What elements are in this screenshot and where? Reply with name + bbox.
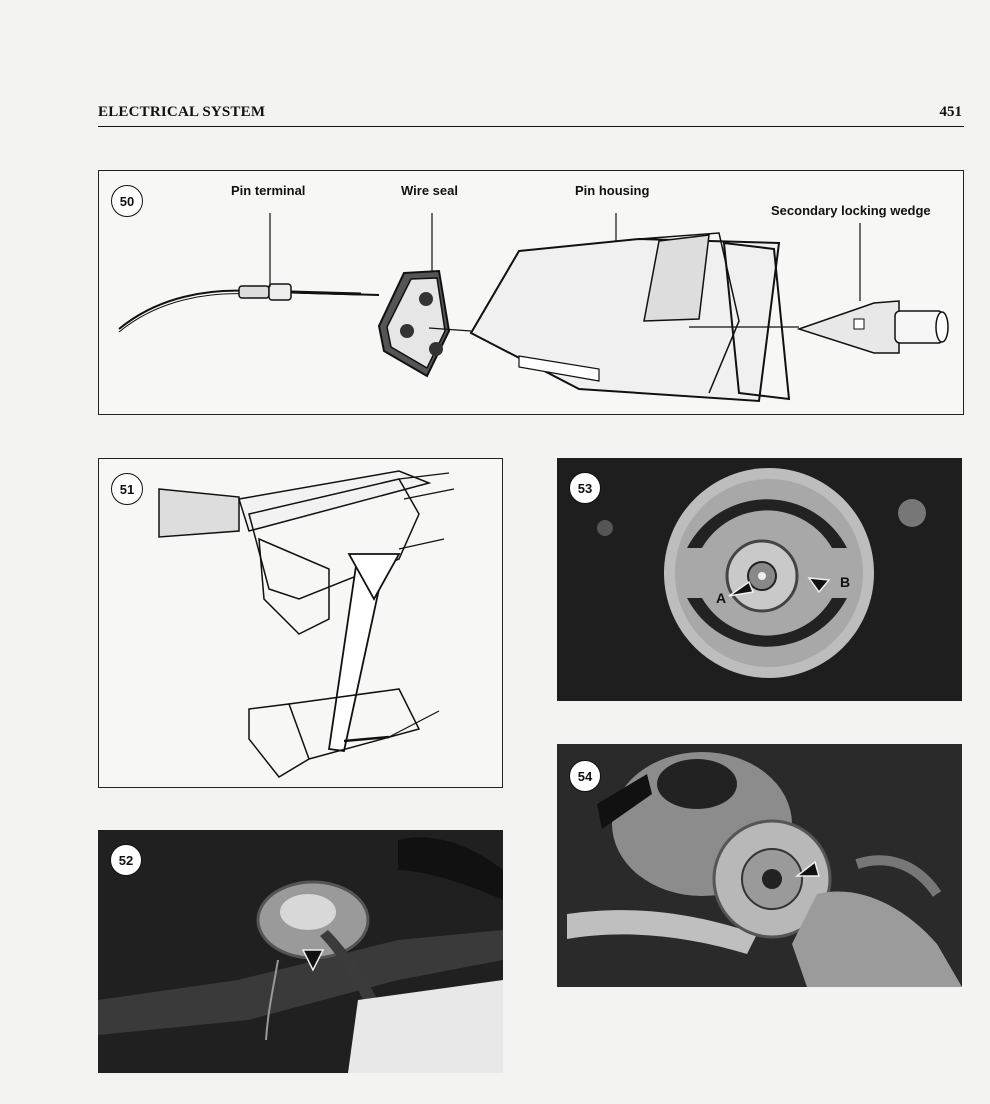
connector-exploded-diagram [118, 213, 949, 403]
page-number: 451 [939, 104, 963, 120]
figure-number-badge: 52 [110, 844, 142, 876]
figure-52: 52 [98, 830, 503, 1073]
figure-number-badge: 53 [569, 472, 601, 504]
callout-b-label: B [840, 574, 851, 590]
figure-53: 53 A B [557, 458, 962, 701]
callout-a-label: A [716, 590, 727, 606]
section-title: ELECTRICAL SYSTEM [98, 104, 266, 120]
page-header: ELECTRICAL SYSTEM 451 [98, 104, 964, 127]
terminal-release-diagram [158, 470, 455, 778]
figure-50: 50 Pin terminal Wire seal Pin housing Se… [98, 170, 964, 415]
locking-wedge-label: Secondary locking wedge [771, 203, 931, 218]
figure-51: 51 [98, 458, 503, 788]
housing-photo [98, 830, 503, 1073]
pin-terminal-label: Pin terminal [231, 183, 306, 198]
wedge-removal-photo [557, 744, 962, 987]
figure-number-badge: 54 [569, 760, 601, 792]
wire-seal-label: Wire seal [401, 183, 458, 198]
figure-54: 54 [557, 744, 962, 987]
pin-housing-label: Pin housing [575, 183, 650, 198]
figure-number-badge: 51 [111, 473, 143, 505]
connector-face-photo [557, 458, 962, 701]
figure-number-badge: 50 [111, 185, 143, 217]
